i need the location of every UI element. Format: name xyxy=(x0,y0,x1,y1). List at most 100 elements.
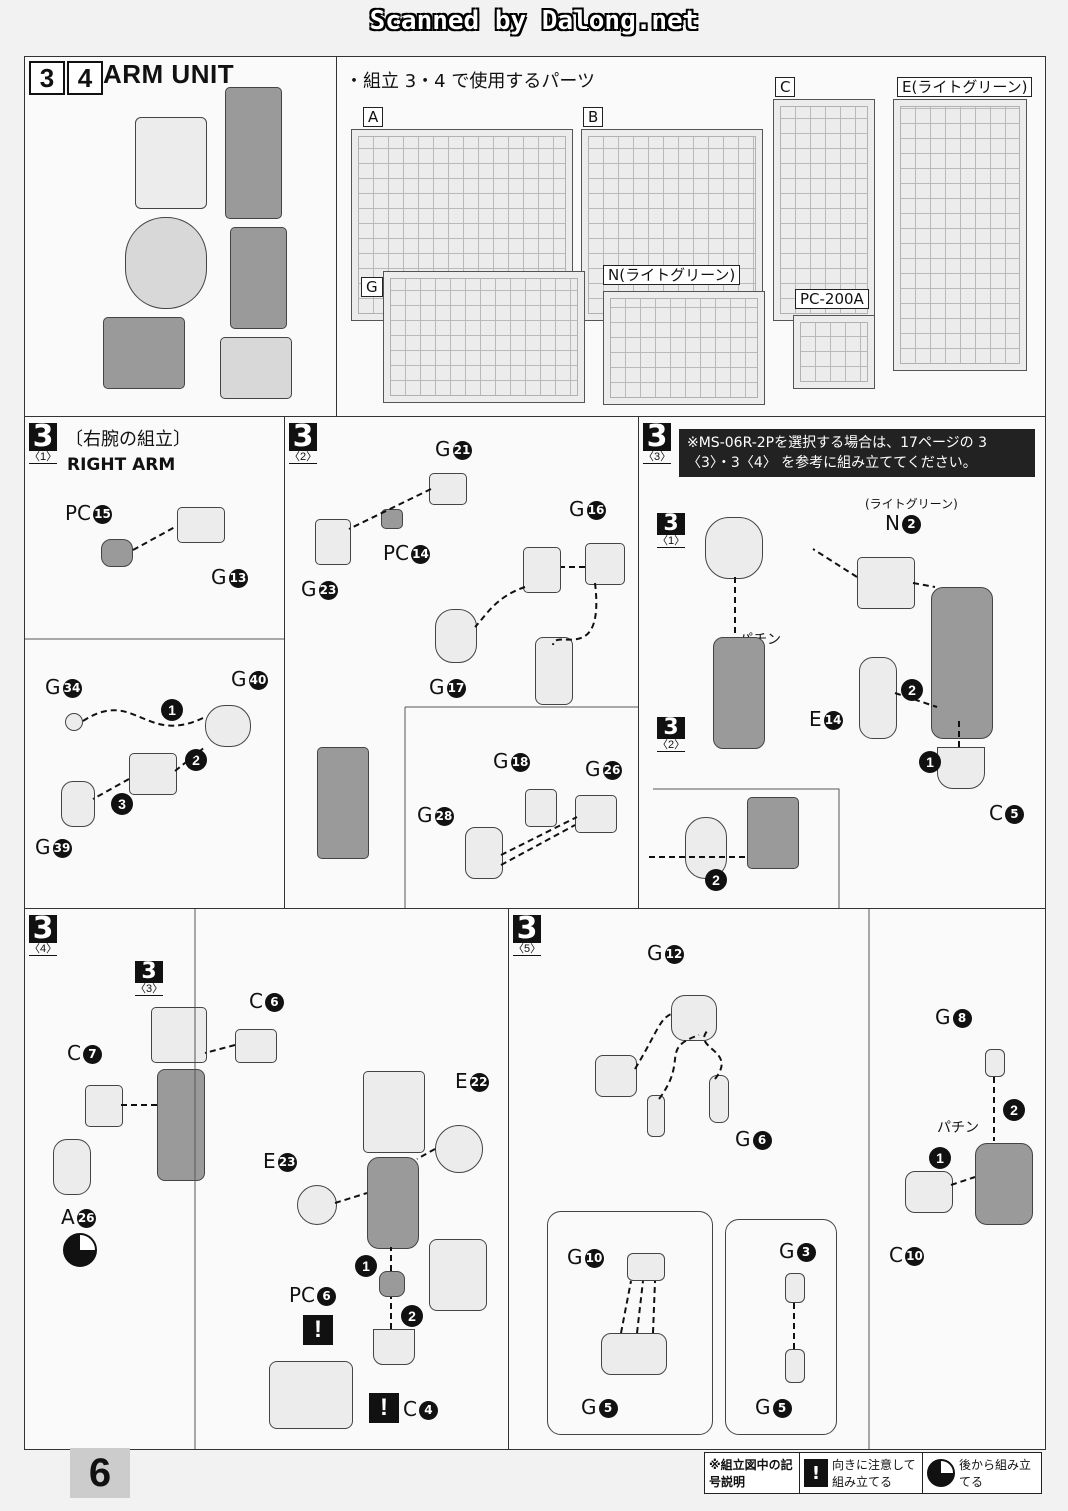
legend-later-icon xyxy=(927,1459,955,1487)
order-marker-1: 1 xyxy=(355,1255,377,1277)
part-number: 22 xyxy=(469,1073,489,1092)
assembly-arrows xyxy=(620,909,995,1449)
arm-illustration-elbow xyxy=(125,217,207,309)
orientation-warning-icon-c4: ! xyxy=(369,1393,399,1423)
step-3-5-number: 3 〈5〉 xyxy=(513,914,541,956)
shoulder-block xyxy=(151,1007,207,1063)
runner-letter: G xyxy=(567,1245,583,1269)
part-g16-frame xyxy=(523,547,561,593)
step-title-en: RIGHT ARM xyxy=(67,455,176,475)
runner-letter: PC xyxy=(65,501,92,525)
runner-letter: G xyxy=(581,1395,597,1419)
runner-c xyxy=(773,99,875,321)
elbow-assembly xyxy=(367,1157,419,1249)
arm-assembly-frame xyxy=(931,587,993,739)
runner-letter: G xyxy=(429,675,445,699)
part-number: 13 xyxy=(228,569,248,588)
part-number: 23 xyxy=(318,581,338,600)
runner-letter: E xyxy=(263,1149,276,1173)
part-number: 26 xyxy=(602,761,622,780)
part-a26 xyxy=(53,1139,91,1195)
forearm-frame-preview xyxy=(317,747,369,859)
assembly-arrows xyxy=(25,526,285,800)
section-title: ARM UNIT xyxy=(103,59,235,89)
part-number: 5 xyxy=(598,1399,618,1418)
runner-letter: G xyxy=(755,1395,771,1419)
parts-heading: ・組立 3・4 で使用するパーツ xyxy=(345,71,595,92)
runner-letter: G xyxy=(231,667,247,691)
part-number: 39 xyxy=(52,839,72,858)
part-c10 xyxy=(905,1171,953,1213)
order-marker-2: 2 xyxy=(185,749,207,771)
step-main-number: 3 xyxy=(657,717,685,739)
runner-letter: G xyxy=(35,835,51,859)
part-c4 xyxy=(373,1329,415,1365)
part-g16 xyxy=(585,543,625,585)
legend-later-text: 後から組み立てる xyxy=(959,1458,1032,1489)
shoulder-joint-part xyxy=(705,517,763,579)
runner-e xyxy=(893,99,1027,371)
step-sub-number: 〈3〉 xyxy=(643,451,672,464)
arm-illustration-upper xyxy=(135,117,207,209)
scan-watermark: Scanned by Dalong.net xyxy=(369,6,699,36)
step-number-group: 3 4 xyxy=(29,61,103,95)
part-g28 xyxy=(465,827,503,879)
runner-letter: G xyxy=(211,565,227,589)
part-g5-single xyxy=(785,1349,805,1383)
parts-list-panel: ・組立 3・4 で使用するパーツ A B C E(ライトグリーン) G N(ライ… xyxy=(336,56,1046,418)
step-main-number: 3 xyxy=(29,914,57,944)
step-sub-number: 〈3〉 xyxy=(135,983,164,996)
order-marker-1: 1 xyxy=(161,699,183,721)
frame-illustration-hand xyxy=(220,337,292,399)
runner-label-g: G xyxy=(361,277,383,297)
detail-inset-top xyxy=(429,1239,487,1311)
runner-letter: G xyxy=(585,757,601,781)
finger-inset-a xyxy=(547,1211,713,1435)
step-3-4-number: 3 〈4〉 xyxy=(29,914,57,956)
runner-label-n: N(ライトグリーン) xyxy=(603,265,741,285)
part-number: 10 xyxy=(904,1247,924,1266)
part-number: 7 xyxy=(82,1045,102,1064)
runner-pc xyxy=(793,315,875,389)
runner-letter: C xyxy=(249,989,263,1013)
part-number: 5 xyxy=(1004,805,1024,824)
runner-letter: G xyxy=(735,1127,751,1151)
step-main-number: 3 xyxy=(289,422,317,452)
part-g40 xyxy=(205,705,251,747)
detail-frame-part xyxy=(747,797,799,869)
part-number: 10 xyxy=(584,1249,604,1268)
runner-letter: G xyxy=(569,497,585,521)
step-main-number: 3 xyxy=(135,961,163,983)
part-e22 xyxy=(435,1125,483,1173)
finger-set-top xyxy=(595,1055,637,1097)
runner-g xyxy=(383,271,585,403)
part-g12 xyxy=(671,995,717,1041)
ref-step-3-3: 3 〈3〉 xyxy=(135,961,163,996)
part-number: 6 xyxy=(264,993,284,1012)
runner-letter: G xyxy=(935,1005,951,1029)
runner-letter: PC xyxy=(383,541,410,565)
runner-letter: C xyxy=(889,1243,903,1267)
step-sub-number: 〈2〉 xyxy=(289,451,318,464)
detail-inset-bottom xyxy=(269,1361,353,1429)
runner-letter: G xyxy=(417,803,433,827)
step-main-number: 3 xyxy=(643,422,671,452)
runner-letter: E xyxy=(455,1069,468,1093)
